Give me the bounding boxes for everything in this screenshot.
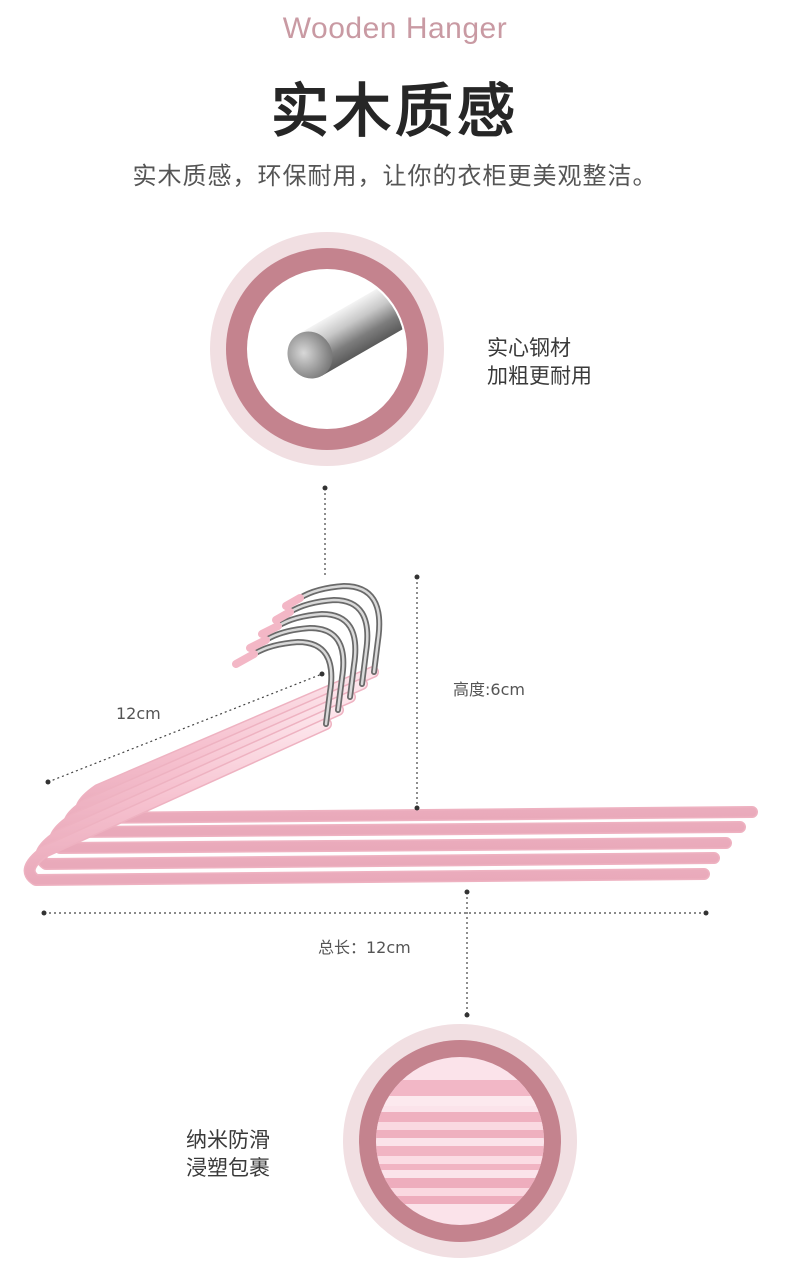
steel-rod-icon [287, 271, 405, 379]
coating-feature-line1: 纳米防滑 [186, 1128, 270, 1152]
diagonal-dimension-label: 12cm [116, 704, 161, 723]
page-title: 实木质感 [270, 77, 519, 145]
hanger-stack [23, 582, 758, 886]
steel-feature-text: 实心钢材 加粗更耐用 [487, 334, 592, 390]
steel-hooks [251, 582, 383, 727]
coating-feature-line2: 浸塑包裹 [186, 1156, 270, 1180]
top-leader-dot [322, 485, 328, 491]
length-dimension-label: 总长：12cm [318, 938, 411, 957]
steel-feature-line2: 加粗更耐用 [487, 364, 592, 388]
pink-bars-icon [376, 1080, 544, 1204]
dimension-guides [41, 574, 709, 1018]
steel-feature-line1: 实心钢材 [487, 336, 571, 360]
diagonal-guide [47, 673, 323, 783]
page-subtitle: 实木质感，环保耐用，让你的衣柜更美观整洁。 [132, 162, 658, 190]
coating-detail-circle [343, 1024, 577, 1258]
height-dimension-label: 高度:6cm [453, 680, 525, 699]
hook-tips [232, 594, 304, 668]
coating-feature-text: 纳米防滑 浸塑包裹 [186, 1126, 270, 1182]
header-eyebrow: Wooden Hanger [282, 12, 508, 45]
steel-detail-circle [210, 232, 444, 466]
